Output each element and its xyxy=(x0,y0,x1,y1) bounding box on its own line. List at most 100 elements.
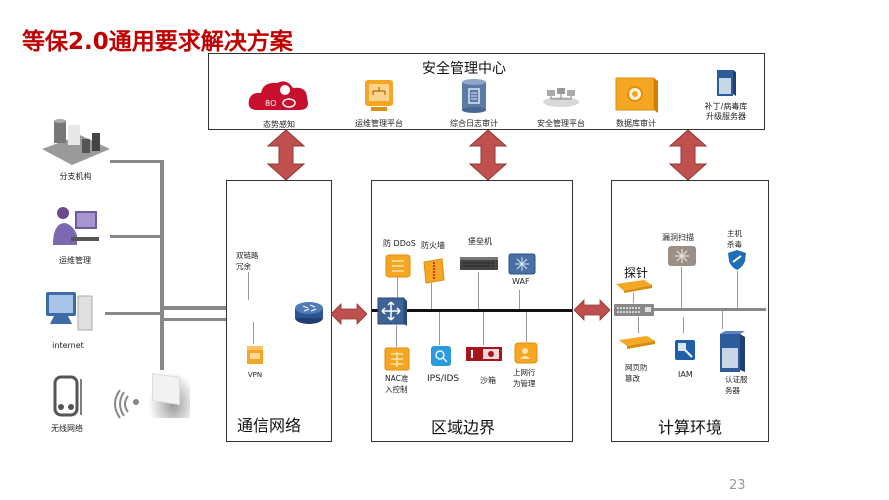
connector xyxy=(397,275,398,300)
host-antivirus-label: 主机 杀毒 xyxy=(727,229,742,249)
probe-label: 探针 xyxy=(624,266,649,280)
mgmt-item-situation[interactable]: 8O 态势感知 xyxy=(247,78,311,129)
vertical-arrow-boundary xyxy=(468,130,508,180)
operator-icon xyxy=(53,207,99,245)
auth-server-label: 认证服 务器 xyxy=(725,375,748,395)
ips-ids-label: IPS/IDS xyxy=(427,374,460,384)
zone-boundary-title: 区域边界 xyxy=(431,418,496,437)
zone-network-title: 通信网络 xyxy=(237,416,302,435)
ops-link xyxy=(110,235,164,238)
sandbox-label: 沙箱 xyxy=(480,376,496,385)
connector xyxy=(439,312,440,345)
zone-compute-title: 计算环境 xyxy=(658,418,723,437)
behavior-mgmt-icon[interactable] xyxy=(514,342,538,364)
vpn-device[interactable]: VPN xyxy=(240,344,270,384)
source-operations[interactable]: 运维管理 xyxy=(45,205,105,270)
internet-link xyxy=(105,312,164,315)
vpn-label: VPN xyxy=(247,371,263,379)
host-antivirus-icon[interactable] xyxy=(727,249,747,271)
network-platform-icon xyxy=(543,88,579,107)
probe-icon[interactable] xyxy=(614,279,654,293)
mgmt-item-db-audit[interactable]: 数据库审计 xyxy=(601,74,671,128)
source-branch-office[interactable]: 分支机构 xyxy=(38,115,113,185)
connector xyxy=(526,312,527,342)
anti-ddos-label: 防 DDoS xyxy=(383,239,416,248)
database-log-icon xyxy=(462,79,486,113)
computer-icon xyxy=(46,292,93,331)
connector xyxy=(483,312,484,345)
trunk-line xyxy=(160,160,164,370)
source-label: 无线网络 xyxy=(51,424,83,433)
boundary-bus xyxy=(372,309,572,312)
security-management-center: 安全管理中心 8O 态势感知 运维管理平台 综合日志审计 xyxy=(208,53,765,130)
source-label: internet xyxy=(52,341,84,350)
access-point-icon xyxy=(148,372,190,418)
mobile-icon xyxy=(53,375,82,417)
mgmt-item-ops-platform[interactable]: 运维管理平台 xyxy=(344,78,414,128)
connector xyxy=(638,317,639,333)
vpn-icon xyxy=(247,346,263,364)
switch-icon[interactable] xyxy=(613,303,655,317)
bastion-host-label: 堡垒机 xyxy=(468,237,492,246)
monitor-platform-icon xyxy=(365,80,393,111)
vpn-connector xyxy=(253,322,254,344)
branch-link xyxy=(110,160,164,163)
horizontal-arrow-network-boundary xyxy=(331,303,367,325)
dual-link-callout xyxy=(248,272,249,300)
branch-office-icon xyxy=(41,119,110,165)
connector xyxy=(737,271,738,308)
mgmt-item-label: 安全管理平台 xyxy=(537,119,585,128)
mgmt-item-log-audit[interactable]: 综合日志审计 xyxy=(439,78,509,128)
connector xyxy=(683,317,684,333)
connector xyxy=(633,293,634,303)
anti-ddos-icon[interactable] xyxy=(385,254,411,278)
mgmt-item-label: 数据库审计 xyxy=(616,119,656,128)
server-icon xyxy=(717,70,736,96)
nac-label: NAC准 入控制 xyxy=(385,374,409,394)
compute-bus xyxy=(650,308,766,311)
cloud-situation-icon: 8O xyxy=(248,81,308,110)
waf-icon[interactable] xyxy=(508,253,536,275)
connector xyxy=(478,272,479,309)
waf-label: WAF xyxy=(512,277,530,286)
web-tamper-label: 网页防 篡改 xyxy=(625,363,648,383)
ips-ids-icon[interactable] xyxy=(430,345,452,367)
page-number: 23 xyxy=(729,478,746,493)
iam-icon[interactable] xyxy=(674,339,696,361)
firewall-label: 防火墙 xyxy=(421,241,445,250)
sandbox-icon[interactable] xyxy=(465,346,503,362)
connector xyxy=(681,267,682,308)
vertical-arrow-network xyxy=(266,130,306,180)
bastion-host-icon[interactable] xyxy=(459,256,499,272)
mgmt-item-label: 运维管理平台 xyxy=(355,119,403,128)
connector xyxy=(431,283,432,309)
mgmt-item-label: 补丁/病毒库 升级服务器 xyxy=(704,102,748,121)
connector xyxy=(519,290,520,309)
mgmt-item-security-platform[interactable]: 安全管理平台 xyxy=(526,78,596,128)
wifi-signal-icon xyxy=(114,390,139,419)
horizontal-arrow-boundary-compute xyxy=(574,299,610,321)
iam-label: IAM xyxy=(678,370,693,379)
source-label: 分支机构 xyxy=(59,172,92,181)
source-wireless[interactable]: 无线网络 xyxy=(42,375,92,440)
vuln-scan-label: 漏洞扫描 xyxy=(662,233,694,242)
mgmt-item-label: 态势感知 xyxy=(263,120,295,129)
source-internet[interactable]: internet xyxy=(38,288,98,353)
router-icon[interactable] xyxy=(294,298,324,326)
page-title: 等保2.0通用要求解决方案 xyxy=(22,29,293,55)
mgmt-item-patch-server[interactable]: 补丁/病毒库 升级服务器 xyxy=(691,68,761,130)
core-switch-icon[interactable] xyxy=(376,296,408,326)
mgmt-item-label: 综合日志审计 xyxy=(450,119,498,128)
vuln-scan-icon[interactable] xyxy=(667,245,697,267)
management-center-title: 安全管理中心 xyxy=(422,61,506,77)
auth-server-icon[interactable] xyxy=(717,330,747,374)
dual-link-label: 双链路 冗余 xyxy=(236,251,259,271)
svg-text:8O: 8O xyxy=(265,99,276,108)
connector xyxy=(396,325,397,347)
database-audit-icon xyxy=(615,77,658,113)
behavior-mgmt-label: 上网行 为管理 xyxy=(513,368,536,388)
connector xyxy=(722,311,723,329)
web-tamper-icon[interactable] xyxy=(617,334,657,350)
nac-icon[interactable] xyxy=(384,347,410,371)
firewall-icon[interactable] xyxy=(422,258,446,284)
